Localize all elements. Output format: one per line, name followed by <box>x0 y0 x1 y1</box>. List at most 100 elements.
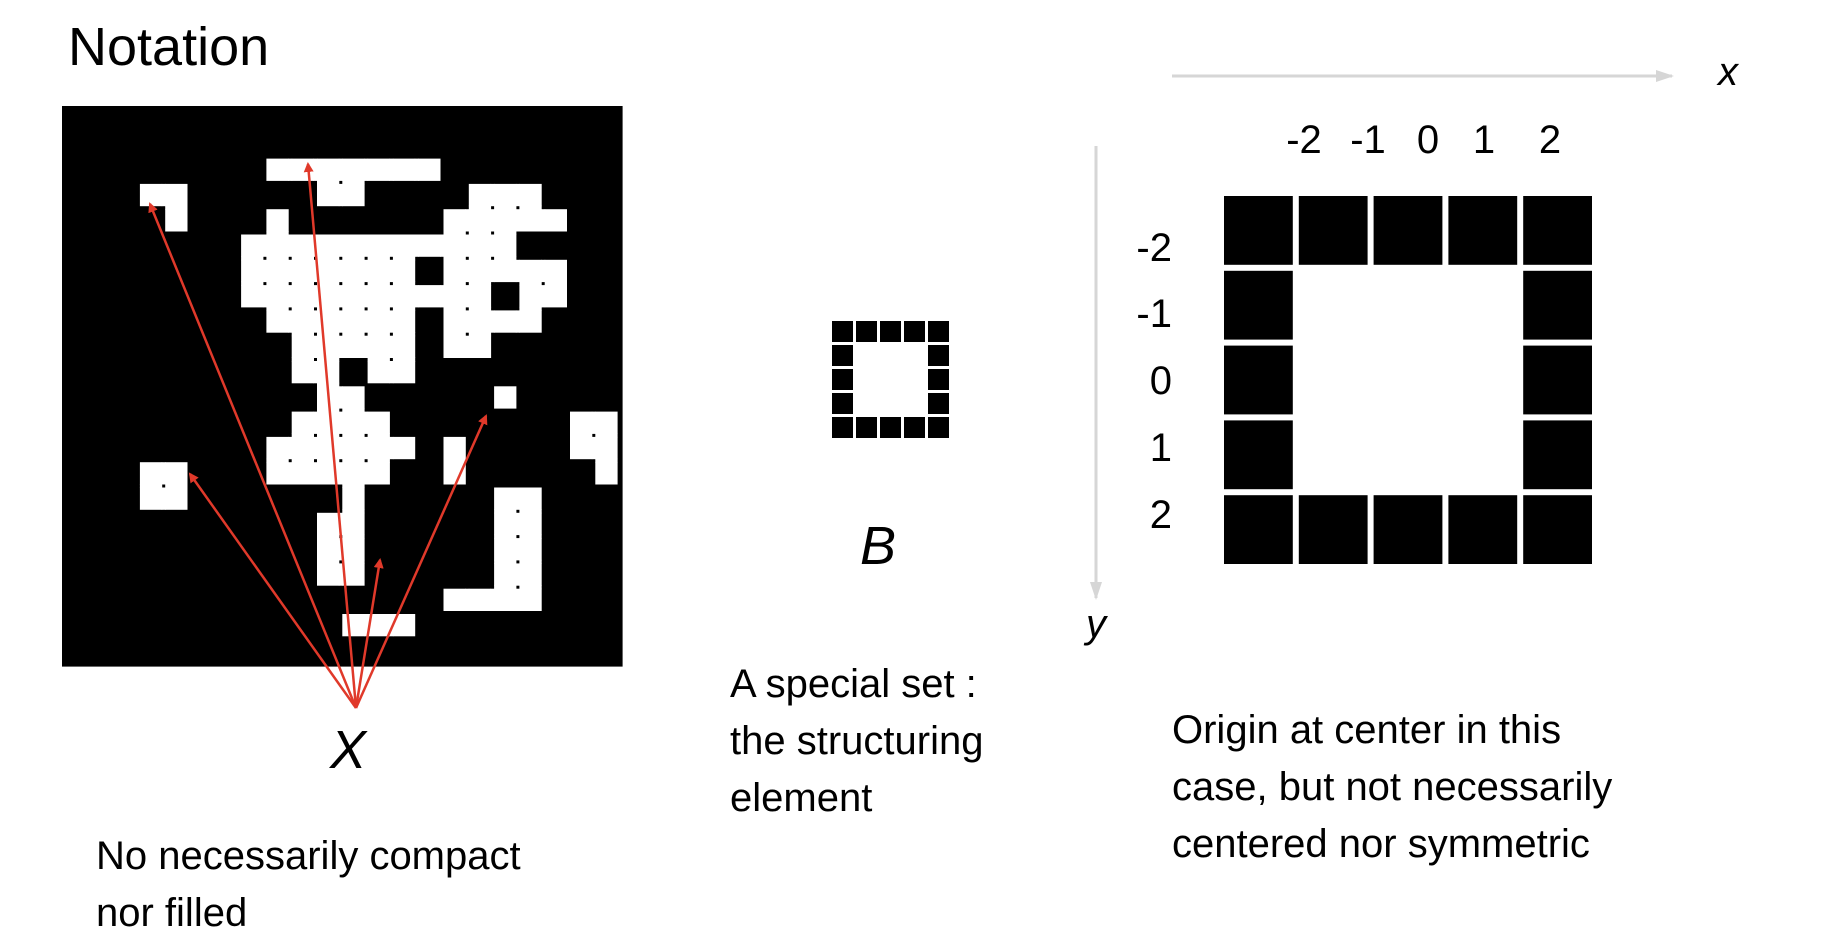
set-x-pixel-black <box>317 588 340 611</box>
set-x-pixel-black <box>443 563 466 586</box>
set-x-pixel-black <box>392 538 416 561</box>
set-x-pixel-joint <box>494 559 517 564</box>
set-x-pixel-black <box>595 563 618 586</box>
set-x-pixel-black <box>418 133 441 156</box>
set-x-pixel-black <box>190 209 213 232</box>
set-x-pixel-black <box>89 386 112 409</box>
set-x-pixel-black <box>570 563 593 586</box>
origin-caption-line-2: case, but not necessarily <box>1172 765 1613 809</box>
set-x-pixel-black <box>418 462 441 485</box>
set-x-pixel-black <box>114 487 137 510</box>
set-x-pixel-black <box>519 234 542 257</box>
set-x-caption-line-1: No necessarily compact <box>96 834 521 878</box>
set-x-pixel-black <box>165 361 188 384</box>
set-x-pixel-black <box>64 108 87 131</box>
set-x-pixel-black <box>468 386 492 409</box>
set-x-pixel-joint <box>342 256 365 261</box>
set-x-pixel-joint <box>541 259 546 283</box>
set-x-pixel-black <box>114 588 137 611</box>
set-x-pixel-joint <box>342 332 365 337</box>
set-x-pixel-white <box>544 259 567 283</box>
set-x-pixel-black <box>494 411 517 434</box>
set-x-pixel-joint <box>364 158 369 181</box>
set-x-pixel-black <box>114 361 137 384</box>
set-x-pixel-joint <box>288 436 293 460</box>
set-x-pixel-black <box>519 133 542 156</box>
set-x-pixel-white <box>367 335 390 358</box>
set-x-pixel-black <box>570 108 593 131</box>
set-x-pixel-black <box>114 614 137 637</box>
set-x-pixel-black <box>215 158 239 181</box>
set-x-pixel-white <box>342 512 365 536</box>
structuring-element-cell <box>1224 270 1293 340</box>
set-x-pixel-white <box>241 285 264 308</box>
set-x-pixel-white <box>317 183 340 207</box>
set-x-pixel-black <box>89 259 112 283</box>
set-x-pixel-black <box>215 614 239 637</box>
set-x-pixel-black <box>570 588 593 611</box>
set-x-pixel-black <box>190 512 213 536</box>
set-x-pixel-black <box>241 512 264 536</box>
set-x-pixel-black <box>89 158 112 181</box>
set-x-pixel-joint <box>317 408 340 413</box>
set-x-pixel-black <box>266 133 289 156</box>
set-x-pixel-black <box>165 108 188 131</box>
set-x-pixel-joint <box>468 256 492 261</box>
set-x-pixel-white <box>443 436 466 460</box>
set-x-pixel-joint <box>291 281 314 286</box>
set-x-pixel-joint <box>591 411 596 434</box>
set-x-pixel-black <box>392 487 416 510</box>
set-x-pixel-black <box>494 361 517 384</box>
set-x-pixel-black <box>392 639 416 662</box>
set-x-pixel-white <box>443 335 466 358</box>
set-x-pixel-black <box>468 563 492 586</box>
set-x-pixel-joint <box>519 205 542 210</box>
set-x-pixel-white <box>494 487 517 510</box>
set-x-pixel-black <box>139 133 163 156</box>
set-x-pixel-black <box>64 234 87 257</box>
set-x-pixel-black <box>392 386 416 409</box>
set-x-pixel-white <box>519 512 542 536</box>
set-x-pixel-black <box>570 259 593 283</box>
set-x-pixel-black <box>89 108 112 131</box>
set-x-pixel-joint <box>342 433 365 438</box>
set-x-pixel-white <box>291 335 314 358</box>
set-x-pixel-black <box>392 563 416 586</box>
set-x-pixel-black <box>595 588 618 611</box>
origin-caption-line-3: centered nor symmetric <box>1172 822 1590 866</box>
set-x-pixel-white <box>139 487 163 510</box>
set-x-pixel-black <box>595 133 618 156</box>
set-x-pixel-white <box>519 209 542 232</box>
set-x-pixel-black <box>570 234 593 257</box>
set-x-pixel-black <box>215 436 239 460</box>
set-x-pixel-joint <box>595 433 618 438</box>
set-x-pixel-joint <box>519 509 542 514</box>
set-x-pixel-black <box>519 386 542 409</box>
set-x-pixel-joint <box>367 281 390 286</box>
set-x-pixel-white <box>139 183 163 207</box>
set-x-pixel-white <box>342 386 365 409</box>
structuring-element-small-cell <box>832 345 853 366</box>
set-x-pixel-white <box>570 436 593 460</box>
set-x-pixel-black <box>367 209 390 232</box>
set-x-pixel-black <box>468 639 492 662</box>
set-x-pixel-white <box>291 310 314 333</box>
set-x-pixel-black <box>215 108 239 131</box>
set-x-pixel-black <box>139 259 163 283</box>
set-x-pixel-black <box>317 614 340 637</box>
set-x-pixel-black <box>165 588 188 611</box>
set-x-pixel-black <box>241 614 264 637</box>
set-x-pixel-black <box>291 209 314 232</box>
set-x-pixel-white <box>342 462 365 485</box>
structuring-element-cell <box>1298 196 1368 265</box>
set-x-pixel-white <box>443 234 466 257</box>
set-x-pixel-black <box>544 361 567 384</box>
set-x-pixel-white <box>392 234 416 257</box>
set-x-pixel-joint <box>291 332 314 337</box>
set-x-pixel-joint <box>519 306 542 311</box>
set-x-pixel-black <box>291 563 314 586</box>
set-x-pixel-white <box>468 209 492 232</box>
pointer-arrow <box>188 472 358 709</box>
set-x-pixel-joint <box>389 436 394 460</box>
set-x-pixel-black <box>190 386 213 409</box>
